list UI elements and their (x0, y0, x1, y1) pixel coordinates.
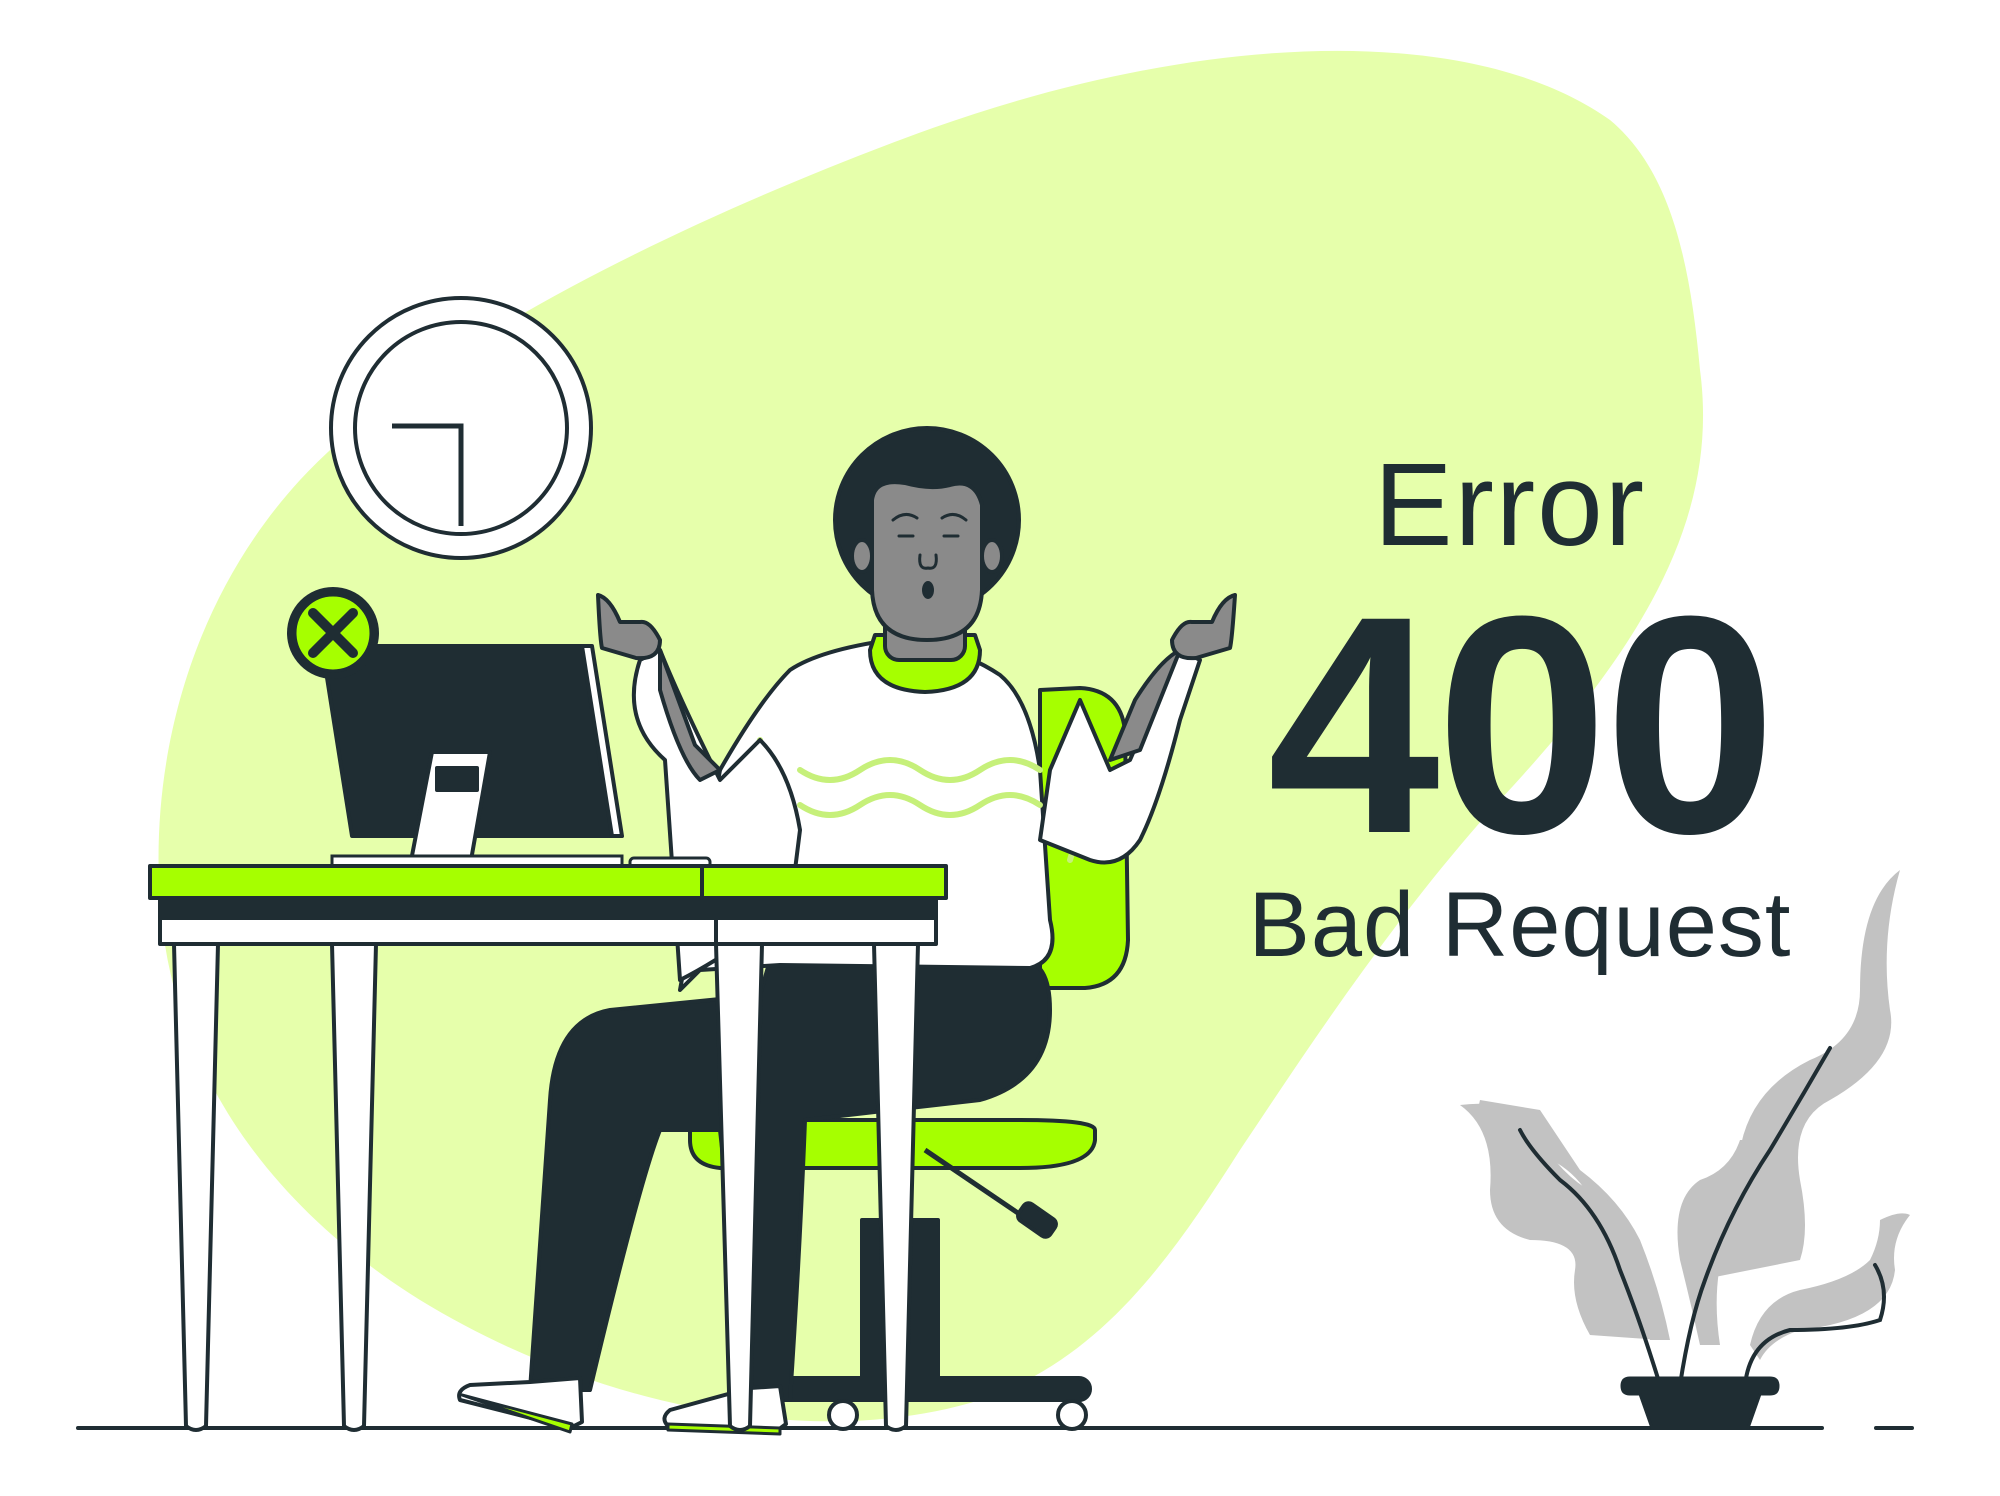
person (457, 426, 1237, 1436)
potted-plant (1460, 870, 1910, 1430)
wall-clock-icon (329, 296, 593, 560)
error-code: 400 (1267, 551, 1776, 898)
desk (148, 864, 948, 1432)
computer-monitor (320, 644, 624, 868)
error-message: Bad Request (1248, 874, 1792, 976)
error-label: Error (1373, 439, 1647, 571)
close-x-icon (287, 587, 379, 679)
